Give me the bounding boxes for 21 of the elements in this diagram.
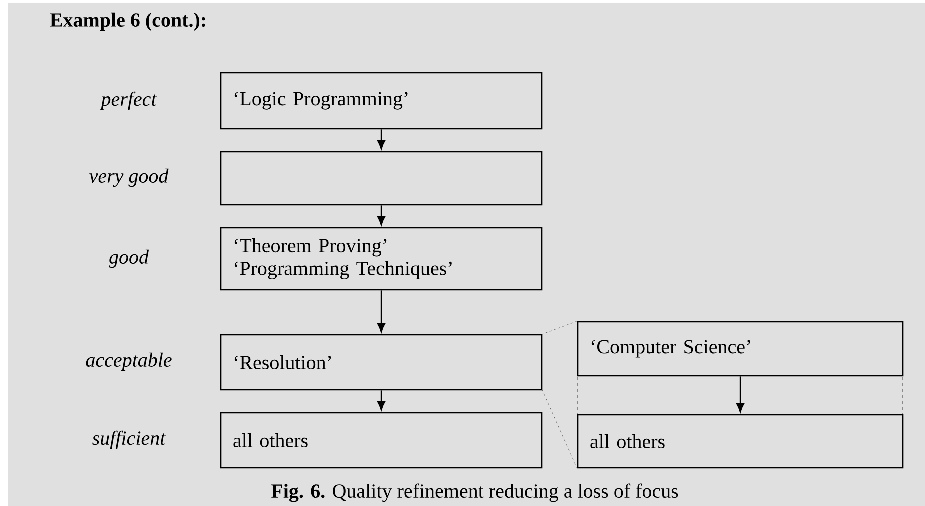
arrow: [378, 206, 386, 226]
arrow: [736, 376, 745, 413]
quality-box: ‘Resolution’: [220, 334, 543, 391]
title: Example 6 (cont.):: [50, 12, 206, 32]
zoom-line: [542, 321, 578, 335]
caption: Fig. 6. Quality refinement reducing a loss of focus: [272, 484, 678, 502]
quality-box: ‘Theorem Proving’ ‘Programming Techniques’: [220, 227, 543, 291]
empty-box: [220, 151, 543, 206]
level-label: perfect: [100, 92, 158, 110]
level-label: acceptable: [86, 352, 172, 372]
arrow: [378, 390, 386, 411]
quality-box: all others: [577, 414, 904, 469]
level-label: good: [109, 250, 150, 268]
zoom-line: [542, 390, 578, 469]
quality-box: all others: [220, 412, 543, 469]
quality-box: ‘Computer Science’: [577, 321, 904, 377]
arrow: [378, 290, 386, 333]
level-label: very good: [90, 168, 169, 188]
quality-box: ‘Logic Programming’: [220, 72, 543, 130]
level-label: sufficient: [92, 430, 166, 450]
arrow: [378, 130, 386, 150]
